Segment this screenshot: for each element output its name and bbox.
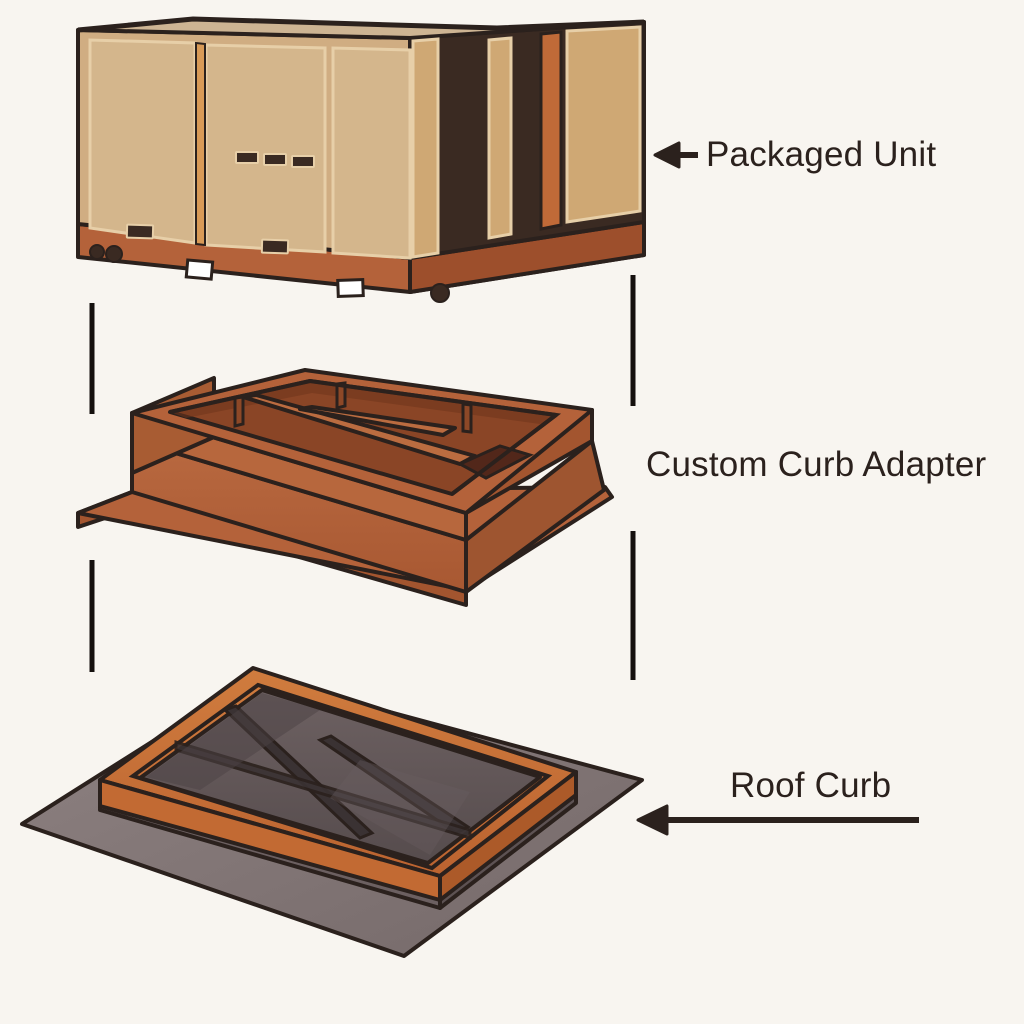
brace-upright-mid	[335, 381, 347, 410]
packaged-unit-assembly[interactable]	[76, 16, 646, 303]
access-panel-2[interactable]	[204, 43, 327, 254]
base-lift-hole-1	[89, 244, 105, 260]
packaged-unit-corner-strip	[539, 30, 563, 231]
louver-slot-2	[263, 153, 287, 166]
curb-adapter-slope-face	[464, 439, 606, 594]
base-lift-hole-2	[105, 245, 123, 263]
base-lift-hole-3	[430, 283, 450, 303]
callout-arrows	[636, 141, 919, 836]
curb-adapter-rim-bevel	[169, 378, 562, 496]
brace-upright-right	[461, 402, 473, 434]
access-panel-3[interactable]	[331, 46, 412, 260]
panel-latch-1	[125, 223, 155, 240]
grid-member-3	[174, 739, 472, 841]
roof-curb-assembly[interactable]	[20, 666, 644, 958]
custom-curb-adapter-assembly[interactable]	[76, 368, 614, 607]
grid-member-2	[316, 734, 471, 835]
louver-slot-3	[291, 155, 315, 168]
packaged-unit-base-fittings	[89, 244, 450, 303]
access-panel-1[interactable]	[88, 38, 197, 245]
brace-upright-left	[233, 395, 245, 428]
packaged-unit-mid-strip	[487, 36, 513, 240]
packaged-unit-near-panel[interactable]	[411, 37, 440, 259]
roof-curb-opening-shading	[146, 693, 470, 855]
packaged-unit-right-panel[interactable]	[565, 25, 642, 224]
opening-shade-right	[330, 760, 470, 855]
label-roof-curb: Roof Curb	[730, 766, 892, 805]
packaged-unit-louver-slots	[235, 151, 315, 168]
brace-short-horizontal	[298, 405, 457, 437]
roof-curb-inner-bevel	[128, 682, 553, 871]
panel-seam-rail-1	[195, 41, 206, 247]
base-knockout-1	[184, 258, 215, 281]
base-knockout-2	[336, 277, 365, 298]
label-custom-curb-adapter: Custom Curb Adapter	[646, 445, 987, 484]
roof-curb-arrow	[636, 804, 919, 836]
packaged-unit-top-edge-highlight	[77, 16, 645, 33]
panel-latch-2	[260, 238, 290, 255]
louver-slot-1	[235, 151, 259, 164]
packaged-unit-arrow	[653, 141, 698, 169]
roof-curb-rail-right	[438, 770, 578, 902]
packaged-unit-access-panels-left[interactable]	[88, 38, 412, 260]
opening-shade-left	[146, 693, 320, 790]
roof-curb-deck-grid	[174, 704, 472, 841]
label-packaged-unit: Packaged Unit	[706, 135, 937, 174]
connector-lines	[89, 275, 636, 680]
